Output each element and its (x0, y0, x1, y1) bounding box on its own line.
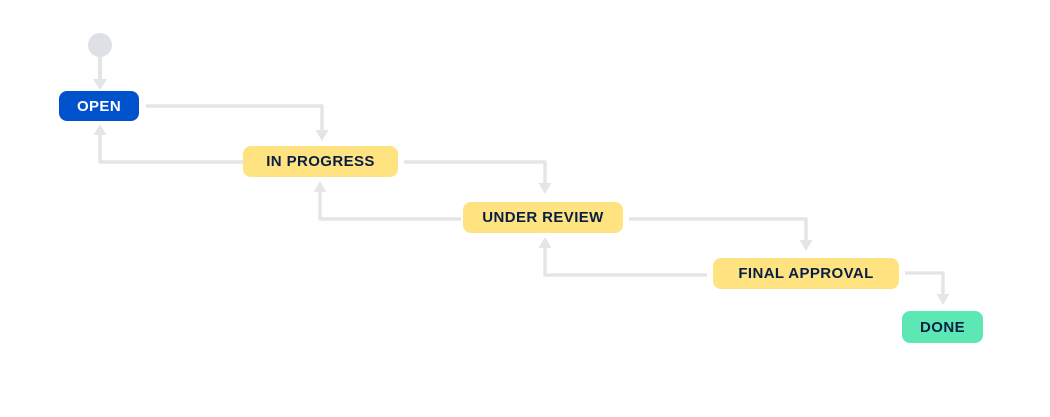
status-in-progress-label: IN PROGRESS (266, 153, 375, 170)
transition-under-review-to-final-approval (629, 217, 813, 251)
status-under-review-label: UNDER REVIEW (482, 209, 604, 226)
transition-in-progress-to-open (93, 124, 243, 164)
transition-final-approval-to-under-review (538, 237, 707, 277)
status-done[interactable]: DONE (902, 311, 983, 343)
status-open[interactable]: OPEN (59, 91, 139, 121)
status-done-label: DONE (920, 318, 965, 336)
transition-open-to-in-progress (146, 104, 329, 141)
transition-in-progress-to-under-review (404, 160, 552, 194)
status-final-approval[interactable]: FINAL APPROVAL (713, 258, 899, 289)
status-open-label: OPEN (76, 97, 122, 115)
status-under-review[interactable]: UNDER REVIEW (463, 202, 623, 233)
status-in-progress[interactable]: IN PROGRESS (243, 146, 398, 177)
transition-final-approval-to-done (905, 271, 950, 305)
status-final-approval-label: FINAL APPROVAL (738, 265, 874, 282)
transition-under-review-to-in-progress (313, 181, 461, 221)
transition-start-to-open (93, 57, 107, 90)
start-node-circle-icon (88, 33, 112, 57)
